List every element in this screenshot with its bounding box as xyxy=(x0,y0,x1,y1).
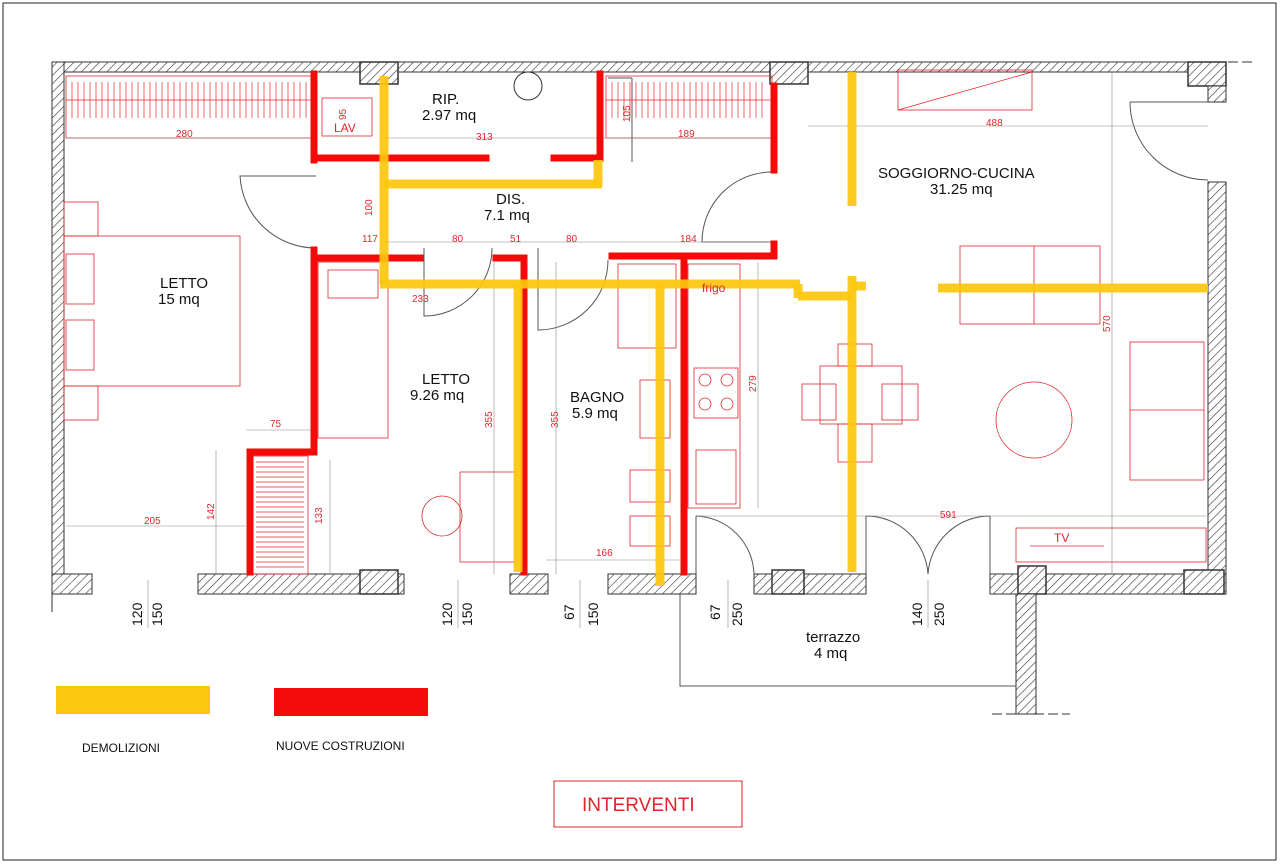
ventilation-circle xyxy=(513,71,543,101)
opening-3b: 150 xyxy=(585,602,601,626)
dim-100: 100 xyxy=(364,199,375,216)
opening-5a: 140 xyxy=(909,602,925,626)
room-rip-name: RIP. xyxy=(432,91,459,108)
dim-117: 117 xyxy=(362,234,378,245)
room-dis-name: DIS. xyxy=(496,191,525,208)
dim-80a: 80 xyxy=(452,234,464,245)
room-letto2-name: LETTO xyxy=(422,371,470,388)
dim-184: 184 xyxy=(680,234,697,245)
dim-591: 591 xyxy=(940,510,957,521)
legend-demolizioni-label: DEMOLIZIONI xyxy=(82,741,160,755)
fixture-tv: TV xyxy=(1054,531,1069,545)
dim-280: 280 xyxy=(176,129,193,140)
dim-189: 189 xyxy=(678,129,695,140)
dimension-lines xyxy=(66,72,1208,628)
dim-233: 233 xyxy=(412,294,429,305)
room-letto1-area: 15 mq xyxy=(158,291,200,308)
wardrobes xyxy=(65,75,773,575)
fixture-frigo: frigo xyxy=(702,281,726,295)
opening-2b: 150 xyxy=(459,602,475,626)
dim-133: 133 xyxy=(314,507,325,524)
dim-313: 313 xyxy=(476,132,493,143)
room-bagno-area: 5.9 mq xyxy=(572,405,618,422)
legend-demolizioni-swatch xyxy=(56,686,210,714)
room-bagno-name: BAGNO xyxy=(570,389,624,406)
wardrobe-hatch xyxy=(71,82,763,568)
doors xyxy=(239,77,1209,575)
opening-4a: 67 xyxy=(707,604,723,620)
room-dis-area: 7.1 mq xyxy=(484,207,530,224)
dim-166: 166 xyxy=(596,548,613,559)
dim-205: 205 xyxy=(144,516,161,527)
opening-3a: 67 xyxy=(561,604,577,620)
demolition-walls xyxy=(379,72,1208,586)
room-soggiorno-name: SOGGIORNO-CUCINA xyxy=(878,165,1035,182)
dim-80b: 80 xyxy=(566,234,578,245)
room-letto2-area: 9.26 mq xyxy=(410,387,464,404)
title-box xyxy=(553,780,743,828)
fixture-lav: LAV xyxy=(334,121,356,135)
opening-1b: 150 xyxy=(149,602,165,626)
legend-nuove-label: NUOVE COSTRUZIONI xyxy=(276,739,405,753)
dim-279: 279 xyxy=(748,375,759,392)
dim-488: 488 xyxy=(986,118,1003,129)
dimension-labels: 280 95 313 105 189 488 100 117 80 51 80 … xyxy=(144,105,1113,559)
page-title: INTERVENTI xyxy=(582,795,695,816)
terrace-outline xyxy=(679,594,1016,687)
opening-5b: 250 xyxy=(931,602,947,626)
opening-4b: 250 xyxy=(729,602,745,626)
dim-95: 95 xyxy=(338,108,349,120)
new-construction-walls xyxy=(246,70,778,576)
room-terrazzo-area: 4 mq xyxy=(814,645,847,662)
opening-2a: 120 xyxy=(439,602,455,626)
dim-570: 570 xyxy=(1102,315,1113,332)
opening-labels: 120 150 120 150 67 150 67 250 140 250 xyxy=(129,602,947,626)
dim-75: 75 xyxy=(270,419,282,430)
room-letto1-name: LETTO xyxy=(160,275,208,292)
furniture xyxy=(63,69,1207,563)
room-rip-area: 2.97 mq xyxy=(422,107,476,124)
dim-355b: 355 xyxy=(550,411,561,428)
dim-355a: 355 xyxy=(484,411,495,428)
room-soggiorno-area: 31.25 mq xyxy=(930,181,993,198)
dim-142: 142 xyxy=(206,503,217,520)
legend-nuove-swatch xyxy=(274,688,428,716)
dim-105: 105 xyxy=(622,105,633,122)
exterior-walls xyxy=(51,61,1252,715)
opening-1a: 120 xyxy=(129,602,145,626)
room-terrazzo-name: terrazzo xyxy=(806,629,860,646)
dim-51: 51 xyxy=(510,234,522,245)
